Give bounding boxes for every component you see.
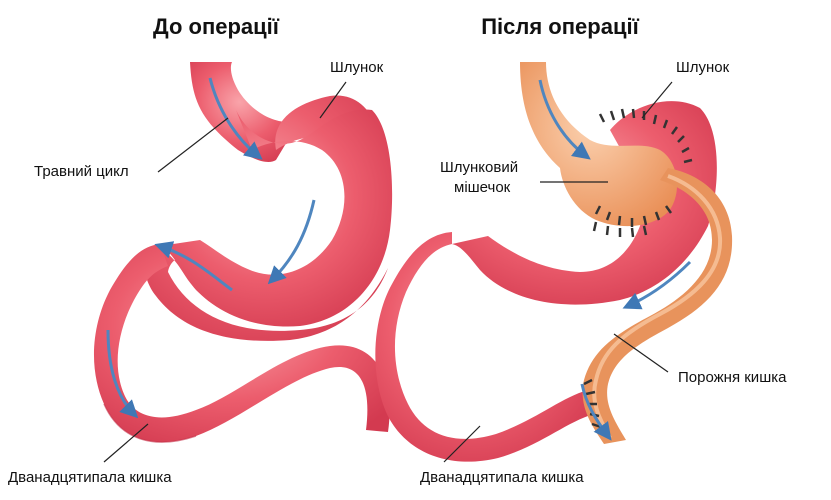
label-stomach-after: Шлунок (676, 59, 730, 76)
title-after: Після операції (481, 14, 639, 39)
leader-digestive-cycle (157, 117, 229, 173)
leader-duodenum-before (103, 423, 149, 463)
leader-stomach-before (319, 81, 347, 119)
label-jejunum: Порожня кишка (678, 369, 787, 386)
label-duodenum-before: Дванадцятипала кишка (8, 469, 172, 486)
leader-stomach-after (641, 81, 673, 119)
label-pouch-line2: мішечок (454, 179, 511, 196)
title-before: До операції (153, 14, 280, 39)
label-duodenum-after: Дванадцятипала кишка (420, 469, 584, 486)
flow-arrows-before (106, 77, 316, 419)
leader-jejunum (613, 333, 669, 373)
stomach-before (93, 62, 393, 443)
staple-lines (583, 108, 693, 429)
stomach-after (375, 62, 733, 462)
leader-duodenum-after (443, 425, 481, 463)
label-digestive-cycle: Травний цикл (34, 163, 129, 180)
flow-arrows-after (538, 79, 692, 441)
label-stomach-before: Шлунок (330, 59, 384, 76)
label-pouch-line1: Шлунковий (440, 159, 518, 176)
